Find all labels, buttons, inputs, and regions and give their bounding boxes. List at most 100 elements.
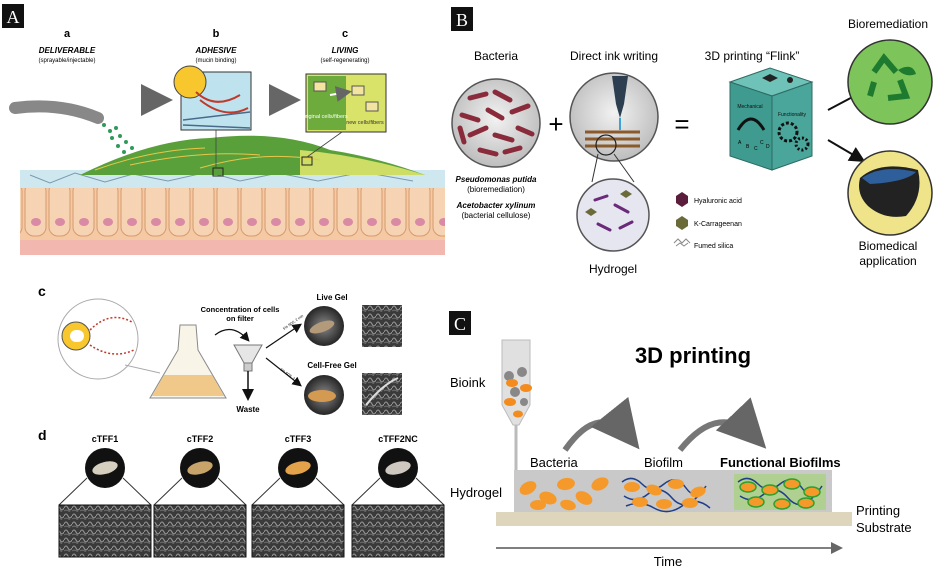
printing-substrate-label-2: Substrate [856, 520, 912, 535]
on-filter-label: on filter [226, 314, 254, 323]
spray-hose [9, 100, 104, 124]
panel-c-left: c Waste Concentration of cells on filter… [38, 283, 402, 415]
zoom-circle [57, 298, 139, 380]
bacteria-stage-label: Bacteria [530, 455, 578, 470]
sample-sem [153, 504, 247, 558]
inset-living: original cells/fibers new cells/fibers [302, 73, 387, 133]
bioremediation-heading: Bioremediation [848, 17, 928, 31]
hydrogel-label: Hydrogel [589, 262, 637, 276]
free-arrow-label: 5% SDS, 2 min [279, 368, 301, 385]
printing-substrate-label-1: Printing [856, 503, 900, 518]
sample-label: cTFF2 [187, 434, 214, 444]
printing-title: 3D printing [635, 343, 751, 368]
concentration-label: Concentration of cells [201, 305, 280, 314]
panel-b: B Bacteria Direct ink writing 3D printin… [451, 7, 933, 276]
panel-a: A a DELIVERABLE (sprayable/injectable) b… [2, 4, 445, 255]
sample-sem [58, 504, 152, 558]
cube-side1: Mechanical [737, 104, 762, 110]
sample-sem [351, 504, 445, 558]
sample-label: cTFF1 [92, 434, 119, 444]
species2: Acetobacter xylinum [456, 201, 536, 210]
sample-label: cTFF2NC [378, 434, 418, 444]
c-letter: c [342, 28, 348, 40]
waste-label: Waste [236, 405, 260, 414]
legend-silica-swatch [673, 238, 691, 247]
panel-d: d cTFF1 cTFF2 cTFF3 cTFF2NC [38, 427, 445, 558]
arrow-to-biomedical [827, 139, 866, 163]
flink-heading: 3D printing “Flink” [705, 49, 800, 63]
cube-scale-b: B [746, 144, 750, 150]
legend-silica: Fumed silica [694, 243, 733, 250]
time-label: Time [654, 554, 682, 569]
panel-c-right-badge [449, 311, 471, 335]
equals-sign: = [674, 109, 689, 139]
sample-label: cTFF3 [285, 434, 312, 444]
panel-c-right-label: C [454, 314, 466, 334]
legend-hyaluronic: Hyaluronic acid [694, 198, 742, 205]
legend-carrageenan: K-Carrageenan [694, 221, 742, 228]
cell-free-gel-label: Cell-Free Gel [307, 361, 356, 370]
printed-lattice [585, 130, 640, 148]
bioink-label: Bioink [450, 375, 486, 390]
inset-new-label: new cells/fibers [346, 120, 384, 126]
c-title: LIVING [332, 46, 359, 55]
a-letter: a [64, 28, 71, 40]
panel-b-label: B [456, 10, 468, 30]
bacteria-cluster [519, 477, 609, 511]
b-sub: (mucin binding) [195, 58, 236, 64]
live-gel-sem [362, 305, 402, 347]
sample-sem [251, 504, 345, 558]
inset-adhesive [173, 65, 252, 131]
curve-arrow-2 [677, 397, 767, 452]
species1: Pseudomonas putida [456, 175, 537, 184]
biofilm-stage-label: Biofilm [644, 455, 683, 470]
bacteria-dish [451, 78, 541, 168]
live-arrow-label: 5% SDS, 2 min [282, 314, 304, 331]
bioremediation-circle [847, 39, 933, 125]
filter-funnel [233, 344, 263, 364]
spray-droplets [102, 123, 134, 154]
live-gel-label: Live Gel [316, 293, 347, 302]
tissue-base [20, 240, 445, 255]
legend-carrageenan-swatch [676, 216, 688, 230]
sample-4: cTFF2NC [351, 434, 445, 558]
cube-scale-c: C [754, 146, 758, 152]
functional-stage-label: Functional Biofilms [720, 455, 841, 470]
c-sub: (self-regenerating) [320, 58, 369, 64]
functional-biofilm-cluster [734, 474, 826, 510]
hydrogel-circle [576, 178, 650, 252]
diw-heading: Direct ink writing [570, 49, 658, 63]
printing-substrate [496, 512, 852, 526]
application-label: application [859, 254, 916, 268]
leaf-icon [898, 66, 916, 76]
cube-scale2-c: C [760, 140, 764, 146]
cube-side2: Functionality [778, 112, 807, 118]
panel-c-left-label: c [38, 283, 46, 299]
biofilm-cluster [621, 477, 711, 513]
species1-role: (bioremediation) [467, 185, 525, 194]
panel-d-label: d [38, 427, 47, 443]
panel-b-badge [451, 7, 473, 31]
print-nozzle [612, 76, 628, 118]
species2-role: (bacterial cellulose) [462, 211, 531, 220]
flink-cube: Mechanical Functionality A B C C D [728, 67, 814, 171]
cube-scale-a: A [738, 140, 742, 146]
recycle-icon [867, 53, 911, 101]
b-title: ADHESIVE [195, 46, 238, 55]
hydrogel-slab-label: Hydrogel [450, 485, 502, 500]
panel-a-label: A [7, 7, 20, 27]
panel-a-badge [2, 4, 24, 28]
plus-sign: + [548, 109, 563, 139]
biomedical-label: Biomedical [859, 239, 918, 253]
bacteria-heading: Bacteria [474, 49, 518, 63]
b-letter: b [213, 28, 220, 40]
sample-1: cTFF1 [58, 434, 152, 558]
cube-scale2-d: D [766, 144, 770, 150]
legend-hyaluronic-swatch [676, 192, 688, 207]
sample-3: cTFF3 [251, 434, 345, 558]
inset-original-label: original cells/fibers [302, 114, 347, 120]
panel-c-right: C 3D printing Bioink Hydrogel [449, 311, 912, 569]
curve-arrow-1 [562, 396, 640, 452]
sample-2: cTFF2 [153, 434, 247, 558]
